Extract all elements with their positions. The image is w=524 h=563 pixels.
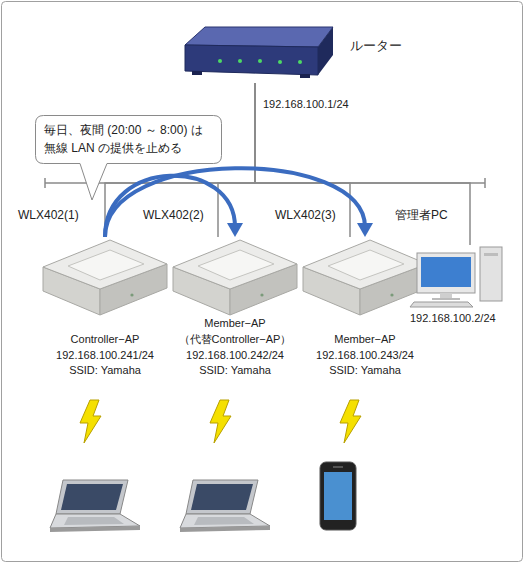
node-text: （代替Controller−AP）: [170, 332, 300, 346]
node-text: 192.168.100.242/24: [170, 348, 300, 362]
pc-keyboard: [410, 302, 473, 307]
node-label: WLX402(1): [18, 208, 79, 222]
lan-bus-end: [484, 178, 486, 188]
connector-line: [255, 83, 350, 237]
callout-outline: [36, 116, 222, 201]
pc-stand-base: [432, 298, 460, 300]
access-point-node: WLX402(1)Controller−AP192.168.100.241/24…: [40, 237, 170, 382]
router-led: [238, 59, 242, 63]
lan-cable: [218, 83, 255, 237]
pc-tower: [480, 247, 502, 301]
node-text: SSID: Yamaha: [170, 363, 300, 377]
access-point-node: WLX402(3)Member−AP192.168.100.243/24SSID…: [300, 237, 430, 382]
connector-line: [218, 83, 255, 237]
router-led: [298, 60, 302, 64]
node-label: ルーター: [350, 39, 402, 53]
phone-screen: [324, 472, 352, 520]
pc-icon: [410, 247, 502, 307]
router-front: [185, 45, 318, 75]
wireless-bolt: [340, 400, 361, 443]
router-foot: [192, 71, 202, 75]
router-node: ルーター192.168.100.1/24: [180, 25, 335, 83]
access-point-icon: [303, 240, 427, 315]
lan-bus-end: [44, 178, 46, 188]
router-led: [278, 60, 282, 64]
arrow-head: [227, 223, 243, 237]
node-text: Member−AP: [170, 316, 300, 330]
callout-bubble: 毎日、夜間 (20:00 ～ 8:00) は 無線 LAN の提供を止める: [35, 115, 222, 164]
router-top: [185, 27, 333, 47]
pc-monitor: [417, 253, 475, 293]
wireless-bolt: [80, 400, 101, 443]
node-text: SSID: Yamaha: [40, 363, 170, 377]
connector-line: [105, 176, 235, 237]
node-text: Controller−AP: [40, 332, 170, 346]
node-text: 192.168.100.243/24: [300, 348, 430, 362]
lan-cable: [255, 83, 350, 237]
router-side: [318, 27, 333, 75]
router-led: [218, 59, 222, 63]
admin-pc-node: 管理者PC192.168.100.2/24: [410, 245, 502, 307]
access-point-icon: [173, 240, 297, 315]
sync-arrow: [105, 168, 373, 237]
connector-line: [105, 168, 365, 237]
pc-screen: [421, 257, 471, 287]
wireless-bolt: [210, 400, 231, 443]
node-label: 毎日、夜間 (20:00 ～ 8:00) は 無線 LAN の提供を止める: [44, 121, 213, 157]
laptop-icon: [180, 480, 270, 532]
arrow-head: [357, 223, 373, 237]
node-text: 192.168.100.1/24: [263, 97, 349, 111]
pc-stand: [440, 293, 452, 298]
pc-drive: [484, 253, 498, 256]
node-label: WLX402(3): [275, 208, 336, 222]
node-label: 管理者PC: [395, 208, 448, 222]
laptop-icon: [50, 480, 140, 532]
node-text: Member−AP: [300, 332, 430, 346]
node-text: 192.168.100.2/24: [410, 311, 496, 325]
phone-body: [320, 462, 356, 530]
access-point-icon: [43, 240, 167, 315]
router-led: [258, 59, 262, 63]
smartphone-icon: [320, 462, 356, 530]
access-point-node: WLX402(2)Member−AP（代替Controller−AP）192.1…: [170, 237, 300, 382]
sync-arrow: [105, 176, 243, 237]
callout-shape: [35, 115, 222, 164]
node-text: 192.168.100.241/24: [40, 348, 170, 362]
node-text: SSID: Yamaha: [300, 363, 430, 377]
router-icon: [185, 27, 333, 78]
phone-speaker: [333, 466, 343, 468]
router-foot: [300, 74, 310, 78]
node-label: WLX402(2): [143, 208, 204, 222]
